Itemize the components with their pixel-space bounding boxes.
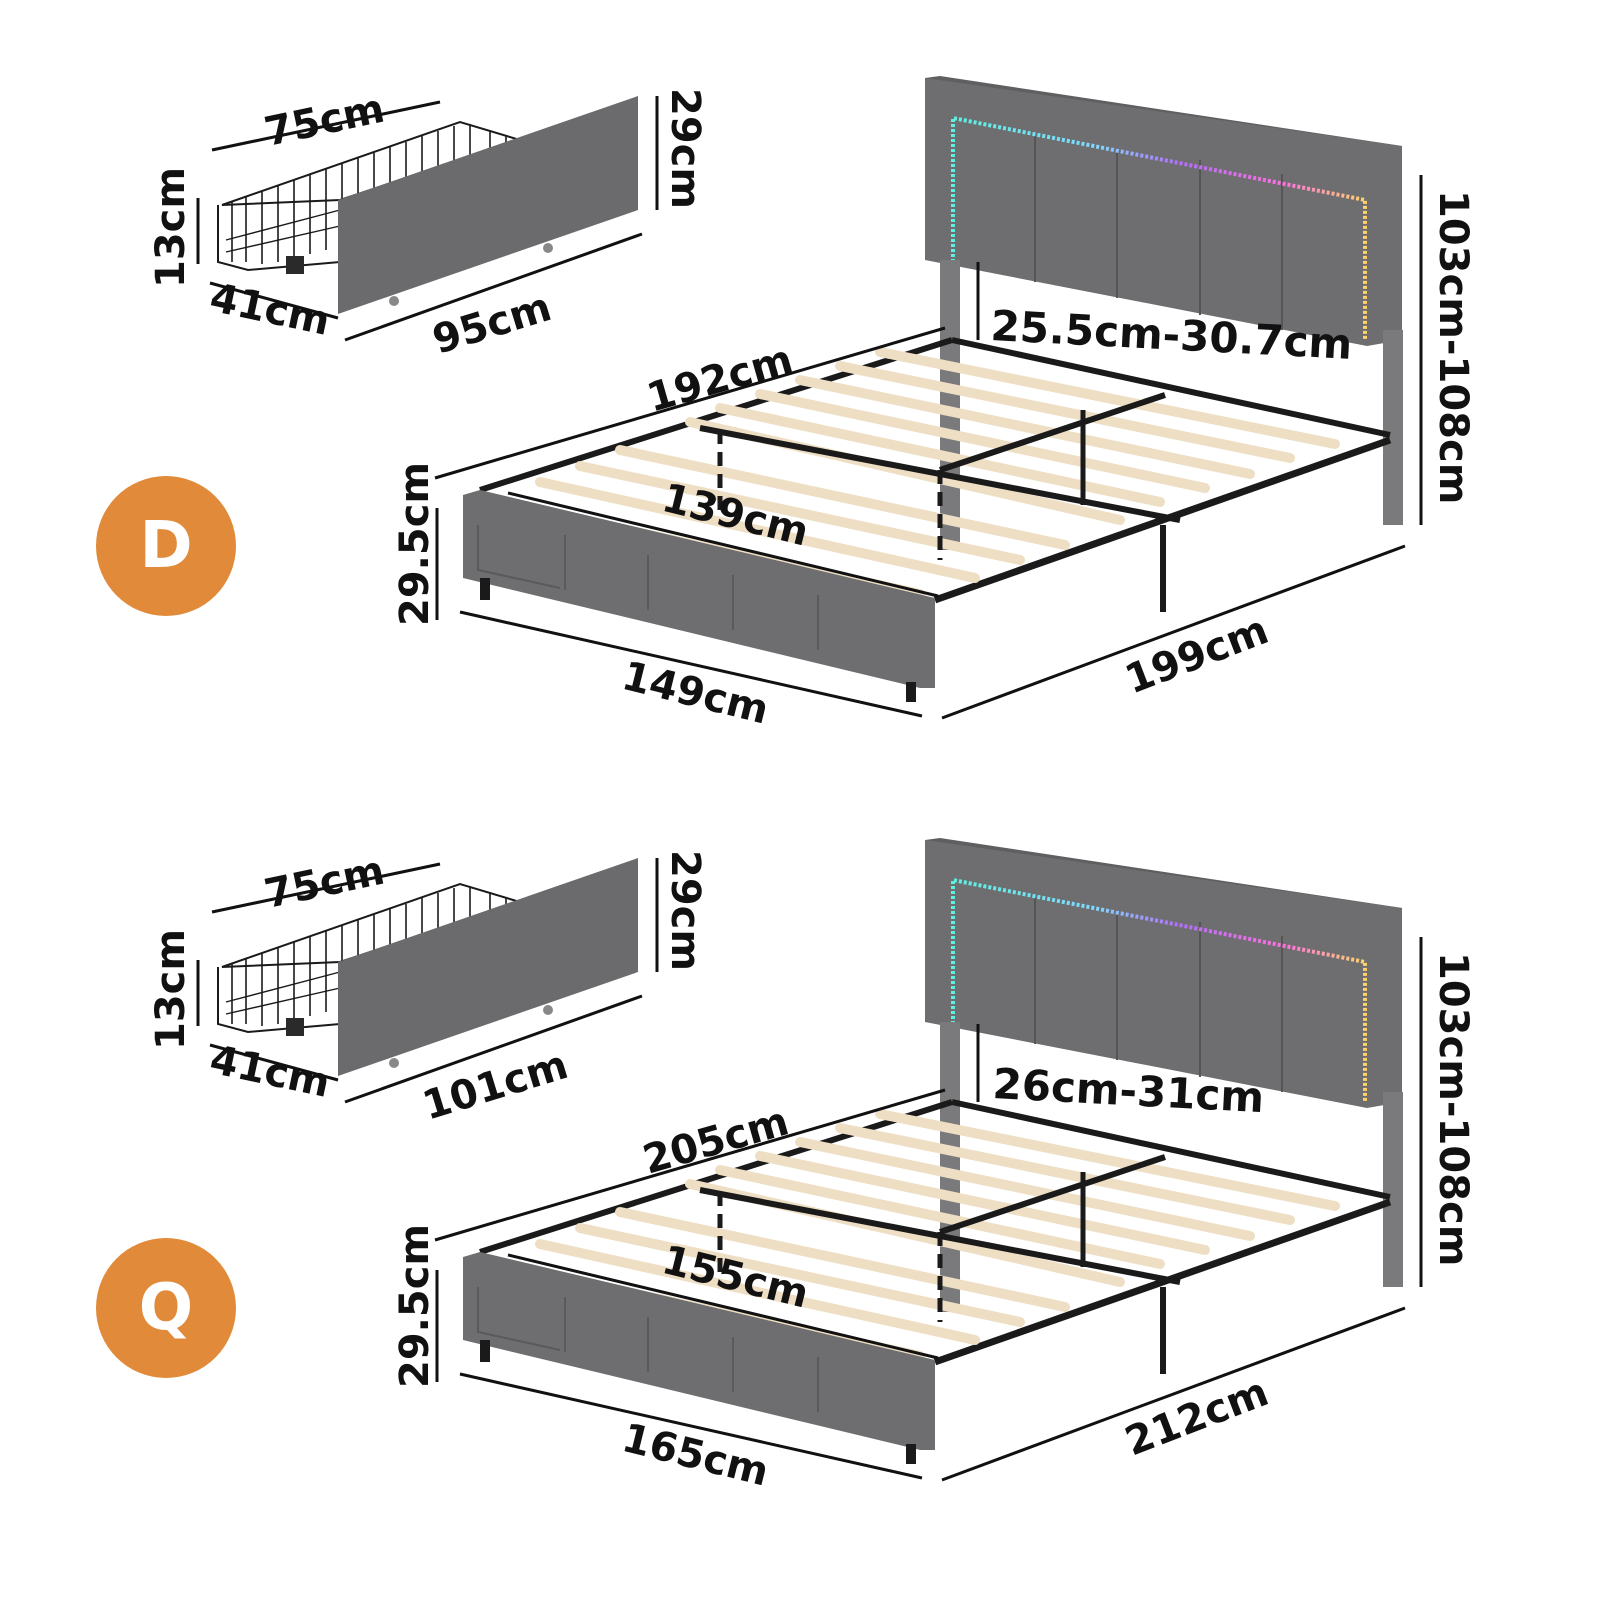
drawer-front-height-label: 29cm (662, 850, 708, 971)
drawer-illustration (217, 858, 638, 1076)
bed-diagram-queen: 75cm 13cm 41cm 101cm 29cm 205cm 26cm-31c… (148, 838, 1476, 1496)
drawer-top-length-label: 75cm (261, 86, 389, 156)
size-badge-letter: Q (138, 1271, 194, 1345)
size-panel-double: 75cm 13cm 41cm 95cm 29cm 192cm 25.5cm-30… (96, 76, 1476, 734)
drawer-illustration (217, 96, 638, 314)
bed-dimension-lines (434, 937, 1423, 1482)
drawer-front-length-label: 101cm (417, 1042, 573, 1130)
size-badge-double: D (96, 476, 236, 616)
overall-length-label: 212cm (1119, 1369, 1274, 1465)
drawer-top-length-label: 75cm (261, 848, 389, 918)
footboard-height-label: 29.5cm (392, 1224, 438, 1388)
drawer-front-height-label: 29cm (662, 88, 708, 209)
drawer-height-label: 13cm (148, 167, 194, 288)
overall-length-label: 199cm (1119, 607, 1274, 703)
headboard (925, 838, 1403, 1312)
headboard (925, 76, 1403, 550)
headboard-height-label: 103cm-108cm (1430, 952, 1476, 1266)
size-badge-letter: D (139, 509, 193, 583)
drawer-dimension-lines (196, 858, 659, 1104)
drawer-height-label: 13cm (148, 929, 194, 1050)
drawer-depth-label: 41cm (206, 275, 334, 345)
footboard (463, 1252, 935, 1464)
footboard-height-label: 29.5cm (392, 462, 438, 626)
size-panel-queen: 75cm 13cm 41cm 101cm 29cm 205cm 26cm-31c… (0, 762, 1600, 1562)
bed-diagram-double: 75cm 13cm 41cm 95cm 29cm 192cm 25.5cm-30… (148, 76, 1476, 734)
drawer-depth-label: 41cm (206, 1037, 334, 1107)
size-badge-queen: Q (96, 1238, 236, 1378)
bed-dimension-lines (434, 175, 1423, 720)
footboard (463, 490, 935, 702)
drawer-dimension-lines (196, 96, 659, 342)
headboard-height-label: 103cm-108cm (1430, 190, 1476, 504)
drawer-front-length-label: 95cm (427, 284, 556, 363)
